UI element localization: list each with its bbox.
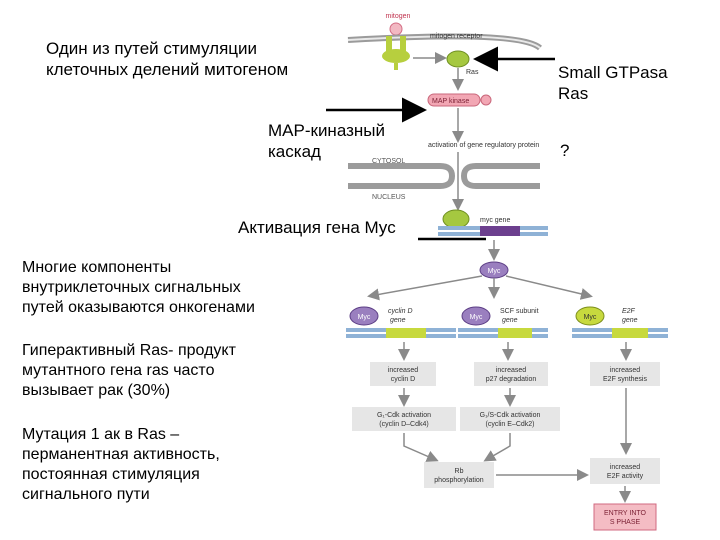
- hyperactive-ras-text: Гиперактивный Ras- продукт мутантного ге…: [22, 341, 236, 401]
- gene-regulatory-protein: [442, 209, 470, 229]
- increased-p27-box: [474, 362, 548, 386]
- question-mark: ?: [560, 141, 570, 160]
- increased-e2f-synth-line2: E2F synthesis: [603, 376, 647, 383]
- activation-grp-label: activation of gene regulatory protein: [428, 142, 539, 149]
- intro-text: Один из путей стимуляции клеточных делен…: [46, 38, 288, 81]
- receptor-label: mitogen receptor: [430, 33, 483, 40]
- scf-gene-line1: SCF subunit: [500, 308, 539, 315]
- cyclin-d-gene-line2: gene: [390, 317, 406, 324]
- small-gtpase-line-1: Small GTPasa: [558, 63, 668, 82]
- entry-line2: S PHASE: [610, 519, 641, 526]
- cytosol-label: CYTOSOL: [372, 158, 405, 165]
- increased-p27-line2: p27 degradation: [486, 376, 537, 383]
- map-cascade-line-1: MAP-киназный: [268, 121, 385, 140]
- hyperactive-line-3: вызывает рак (30%): [22, 382, 171, 399]
- ras-protein: [446, 50, 470, 68]
- hyperactive-line-1: Гиперактивный Ras- продукт: [22, 342, 236, 359]
- increased-cyclin-d-line1: increased: [388, 367, 418, 374]
- increased-p27-line1: increased: [496, 367, 526, 374]
- myc-label: Myc: [488, 268, 501, 275]
- increased-e2f-act-line2: E2F activity: [607, 473, 644, 480]
- mutation-line-1: Мутация 1 ак в Ras –: [22, 426, 180, 443]
- ras-label: Ras: [466, 69, 479, 76]
- increased-e2f-synthesis-box: [590, 362, 660, 386]
- cyclin-d-gene-line1: cyclin D: [388, 308, 413, 315]
- rb-line2: phosphorylation: [434, 477, 484, 484]
- myc-scf-label: Myc: [470, 314, 483, 321]
- increased-e2f-activity-box: [590, 458, 660, 484]
- map-cascade-text: MAP-киназный каскад: [268, 120, 385, 163]
- small-gtpase-text: Small GTPasa Ras: [558, 62, 668, 105]
- g1s-cdk-activation-box: [460, 407, 560, 431]
- mitogen-receptor: [382, 36, 410, 70]
- increased-cyclin-d-line2: cyclin D: [391, 376, 416, 383]
- e2f-gene-unit: [572, 306, 668, 338]
- increased-e2f-act-line1: increased: [610, 464, 640, 471]
- oncogenes-line-1: Многие компоненты: [22, 259, 172, 276]
- oncogenes-text: Многие компоненты внутриклеточных сигнал…: [22, 258, 255, 318]
- rb-line1: Rb: [455, 468, 464, 475]
- nuclear-envelope: [348, 163, 540, 189]
- g1-cdk-activation-box: [352, 407, 456, 431]
- cyclin-d-gene-unit: [346, 306, 456, 338]
- g1s-cdk-line1: G₁/S-Cdk activation: [480, 412, 541, 419]
- e2f-gene-line1: E2F: [622, 308, 636, 315]
- scf-gene-line2: gene: [502, 317, 518, 324]
- map-kinase-label: MAP kinase: [432, 98, 469, 105]
- mutation-text: Мутация 1 ак в Ras – перманентная активн…: [22, 425, 220, 505]
- myc-gene-label: myc gene: [480, 217, 510, 224]
- oncogenes-line-2: внутриклеточных сигнальных: [22, 279, 241, 296]
- rb-phosphorylation-box: [424, 462, 494, 488]
- small-gtpase-line-2: Ras: [558, 84, 589, 104]
- intro-line-2: клеточных делений митогеном: [46, 60, 289, 80]
- intro-line-1: Один из путей стимуляции: [46, 39, 258, 58]
- e2f-gene-line2: gene: [622, 317, 638, 324]
- g1s-cdk-line2: (cyclin E–Cdk2): [485, 421, 534, 428]
- mitogen-molecule: [389, 22, 403, 36]
- map-kinase: [427, 93, 492, 107]
- entry-s-phase-box: [593, 503, 657, 531]
- myc-activation-text: Активация гена Myc: [238, 218, 396, 237]
- mutation-line-3: постоянная стимуляция: [22, 466, 200, 483]
- entry-line1: ENTRY INTO: [604, 510, 647, 517]
- hyperactive-line-2: мутантного гена ras часто: [22, 362, 215, 379]
- g1-cdk-line1: G₁-Cdk activation: [377, 412, 431, 419]
- myc-cyclin-d-label: Myc: [358, 314, 371, 321]
- myc-gene-dna: [438, 226, 548, 236]
- g1-cdk-line2: (cyclin D–Cdk4): [379, 421, 428, 428]
- mutation-line-2: перманентная активность,: [22, 446, 220, 463]
- mitogen-label: mitogen: [386, 13, 411, 20]
- nucleus-label: NUCLEUS: [372, 194, 406, 201]
- scf-gene-unit: [458, 306, 548, 338]
- myc-e2f-label: Myc: [584, 314, 597, 321]
- map-cascade-line-2: каскад: [268, 142, 321, 162]
- increased-cyclin-d-box: [370, 362, 436, 386]
- oncogenes-line-3: путей оказываются онкогенами: [22, 299, 255, 316]
- increased-e2f-synth-line1: increased: [610, 367, 640, 374]
- mutation-line-4: сигнального пути: [22, 486, 150, 503]
